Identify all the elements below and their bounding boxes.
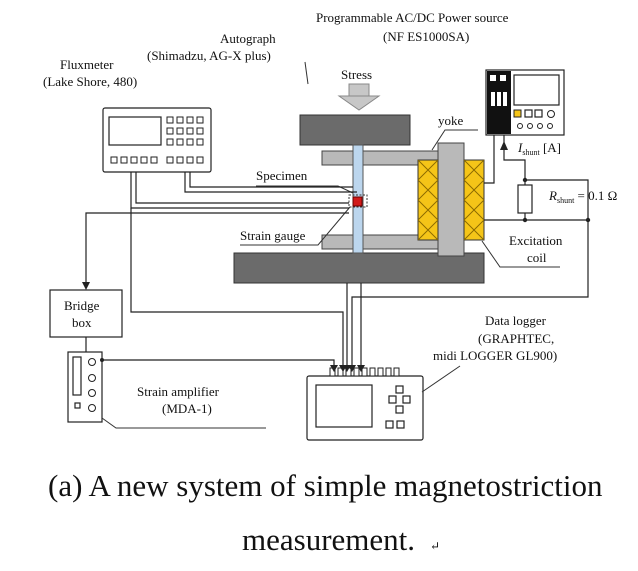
stress-label: Stress [341, 67, 372, 82]
fluxmeter-device [102, 107, 212, 173]
caption-line-2: measurement. [242, 522, 415, 557]
excitation-coil-label-1: Excitation [509, 233, 563, 248]
data-logger-label-model: midi LOGGER GL900) [433, 348, 557, 363]
strain-amp-label-model: (MDA-1) [162, 401, 212, 416]
bridge-box-label-1: Bridge [64, 298, 100, 313]
fluxmeter-label-model: (Lake Shore, 480) [43, 74, 137, 89]
strain-amplifier-device [67, 351, 103, 423]
fluxmeter-button-grid [110, 116, 204, 164]
data-logger-label-company: (GRAPHTEC, [478, 331, 554, 346]
amplifier-to-logger-wire [102, 359, 335, 368]
excitation-coil-label-2: coil [527, 250, 547, 265]
data-logger-device [306, 367, 424, 441]
power-source-label-name: Programmable AC/DC Power source [316, 10, 509, 25]
power-source-label-model: (NF ES1000SA) [383, 29, 469, 44]
excitation-coil-left [417, 159, 439, 241]
autograph-lower-base [233, 252, 485, 284]
fluxmeter-to-gauge-wire-2 [135, 172, 349, 204]
fluxmeter-to-specimen-wire-1 [184, 172, 357, 193]
excitation-coil-right [463, 159, 485, 241]
fluxmeter-to-specimen-wire-2 [189, 172, 353, 188]
strain-gauge-icon [348, 194, 368, 208]
fluxmeter-to-logger-wire [130, 208, 344, 368]
bridge-box-label-2: box [72, 315, 92, 330]
caption-line-1: (a) A new system of simple magnetostrict… [48, 468, 603, 503]
r-shunt-label: Rshunt = 0.1 Ω [548, 188, 617, 205]
yoke-label: yoke [438, 113, 464, 128]
autograph-label-model: (Shimadzu, AG-X plus) [147, 48, 271, 63]
data-logger-label-name: Data logger [485, 313, 547, 328]
autograph-upper-crosshead [299, 114, 411, 146]
gauge-to-bridge-wire [85, 212, 349, 282]
power-source-device [485, 69, 565, 136]
power-to-coil-wire-1 [484, 135, 495, 184]
i-shunt-label: Ishunt [A] [517, 140, 561, 157]
strain-gauge-label: Strain gauge [240, 228, 306, 243]
yoke-core [437, 142, 465, 257]
autograph-label-name: Autograph [220, 31, 276, 46]
specimen-label: Specimen [256, 168, 308, 183]
fluxmeter-label-name: Fluxmeter [60, 57, 114, 72]
caption-return-mark: ↵ [430, 539, 440, 553]
stress-arrow-icon [337, 83, 381, 111]
shunt-resistor-icon [517, 184, 533, 214]
strain-amp-label-name: Strain amplifier [137, 384, 220, 399]
